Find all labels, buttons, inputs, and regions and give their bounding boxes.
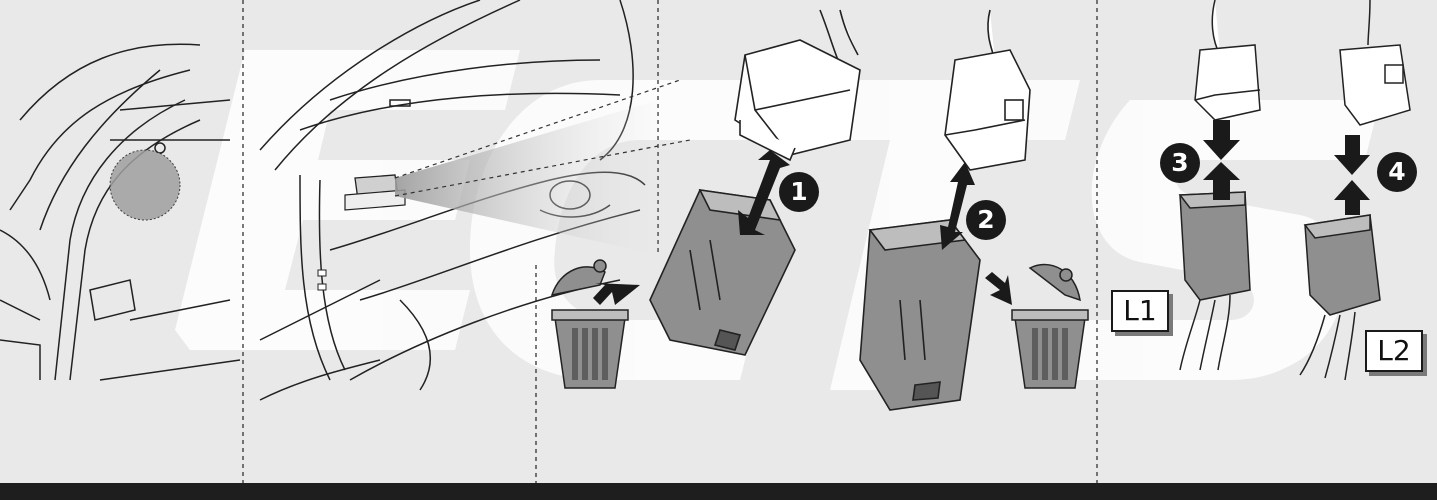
old-connector-top-2 bbox=[945, 10, 1030, 170]
new-connector-top-3 bbox=[1195, 0, 1260, 120]
trash-can-icon bbox=[1012, 265, 1088, 388]
step-2-badge: 2 bbox=[966, 200, 1006, 240]
bottom-bar bbox=[0, 483, 1437, 500]
arrow-icon bbox=[593, 283, 640, 305]
location-highlight bbox=[110, 150, 180, 220]
old-connector-bottom-2 bbox=[860, 220, 980, 410]
step-1-badge: 1 bbox=[779, 172, 819, 212]
old-connector-top-1 bbox=[735, 10, 860, 160]
trash-can-icon bbox=[552, 260, 628, 388]
label-l2: L2 bbox=[1365, 330, 1423, 372]
step-4-badge: 4 bbox=[1377, 152, 1417, 192]
new-connector-top-4 bbox=[1340, 0, 1410, 125]
label-l1: L1 bbox=[1111, 290, 1169, 332]
arrow-icon bbox=[985, 272, 1012, 305]
step-3-badge: 3 bbox=[1160, 143, 1200, 183]
old-connector-bottom-1 bbox=[650, 190, 795, 355]
